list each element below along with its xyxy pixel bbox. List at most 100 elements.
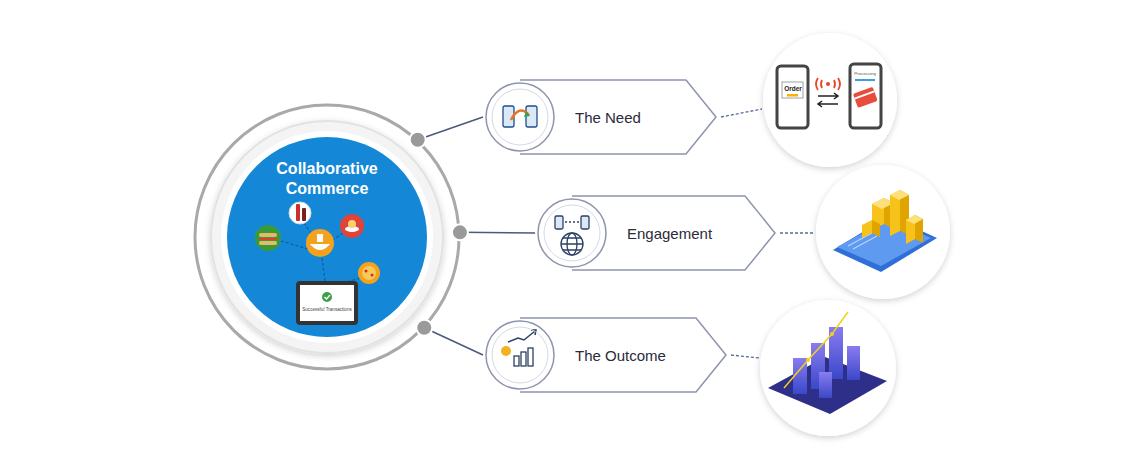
payment-picture <box>818 93 838 107</box>
food-icons <box>255 225 281 251</box>
payment-picture <box>854 90 874 99</box>
outcome-picture <box>760 300 896 436</box>
icon-engagement <box>561 233 583 255</box>
step-arrow-box: The Outcome <box>483 314 728 396</box>
icon-outcome <box>528 348 533 366</box>
connector-line <box>418 117 483 140</box>
arrow-outline <box>520 318 726 392</box>
engagement-picture <box>906 215 923 224</box>
engagement-picture <box>862 220 872 238</box>
ring-dot <box>410 132 426 148</box>
tablet <box>300 285 354 321</box>
food-icons <box>310 244 330 250</box>
step-title: The Outcome <box>575 347 666 364</box>
icon-outcome <box>501 330 536 366</box>
food-icons <box>365 270 368 273</box>
screen-caption: Successful Transactions <box>302 308 352 313</box>
food-icons <box>317 234 323 242</box>
arrow-outline <box>520 80 716 154</box>
payment-picture <box>850 64 881 128</box>
food-icons <box>371 274 374 277</box>
payment-picture <box>855 79 875 81</box>
icon-outcome <box>508 331 535 342</box>
icon-need <box>503 106 537 127</box>
food-icons <box>358 262 380 284</box>
hub-title: Collaborative Commerce <box>257 159 397 199</box>
tablet <box>325 295 331 299</box>
icon-ring <box>538 199 606 267</box>
payment-picture <box>763 33 897 167</box>
outcome-picture <box>784 312 848 388</box>
icon-engagement <box>561 238 583 250</box>
food-icons <box>259 238 277 240</box>
leader-lines <box>731 355 760 358</box>
icon-outcome <box>501 346 511 356</box>
payment-picture <box>787 94 798 97</box>
tablet <box>296 281 358 325</box>
payment-picture <box>782 82 803 98</box>
food-icons <box>362 266 376 280</box>
screen-caption: Processing <box>854 72 876 76</box>
engagement-picture <box>816 165 950 299</box>
icon-need <box>526 106 537 127</box>
icon-need <box>511 111 529 120</box>
step-arrow-box: The Need <box>483 76 718 158</box>
icon-need <box>524 111 530 117</box>
payment-picture <box>816 78 840 90</box>
screen-caption: Order <box>784 86 802 93</box>
hub-circle <box>227 137 427 337</box>
connector-line <box>460 232 535 234</box>
step-title: The Need <box>575 109 641 126</box>
food-icons <box>259 241 277 245</box>
hub-circle <box>221 131 433 343</box>
food-icons <box>296 204 300 221</box>
food-icons <box>255 202 380 284</box>
tablet <box>296 281 358 325</box>
outcome-picture <box>847 346 860 380</box>
payment-picture <box>777 66 808 128</box>
engagement-picture <box>872 220 880 237</box>
food-icons <box>340 214 364 238</box>
connector-line <box>424 328 483 355</box>
food-icons <box>302 208 306 221</box>
engagement-picture <box>890 190 909 200</box>
payment-picture <box>763 33 897 167</box>
hub-circle <box>211 121 443 353</box>
leader-lines <box>780 232 815 233</box>
hub-links <box>322 258 325 281</box>
step-title: Engagement <box>627 225 712 242</box>
outcome-picture <box>806 358 810 362</box>
icon-engagement <box>581 216 589 229</box>
hub-circle <box>195 105 459 369</box>
icon-outcome <box>514 356 519 366</box>
tablet <box>322 292 332 302</box>
ring-dot <box>416 320 432 336</box>
arrow-outline <box>572 196 775 270</box>
icon-engagement <box>555 216 589 255</box>
food-icons <box>306 229 334 257</box>
food-icons <box>259 233 277 237</box>
icon-engagement <box>565 221 579 222</box>
icon-ring <box>544 205 600 261</box>
outcome-picture <box>760 300 896 436</box>
icon-outcome <box>521 352 526 366</box>
leader-lines <box>721 109 762 117</box>
food-icons <box>348 220 356 228</box>
payment-picture <box>826 82 830 86</box>
outcome-picture <box>819 372 832 398</box>
outcome-picture <box>830 332 834 336</box>
payment-picture <box>853 87 878 108</box>
ring-dot <box>452 224 468 240</box>
outcome-picture <box>829 327 843 379</box>
icon-ring <box>486 321 554 389</box>
step-arrow-box: Engagement <box>535 192 777 274</box>
engagement-picture <box>816 165 950 299</box>
hub-circle <box>195 105 459 369</box>
icon-engagement <box>555 216 563 229</box>
icon-ring <box>492 89 548 145</box>
icon-ring <box>492 327 548 383</box>
icon-ring <box>486 83 554 151</box>
